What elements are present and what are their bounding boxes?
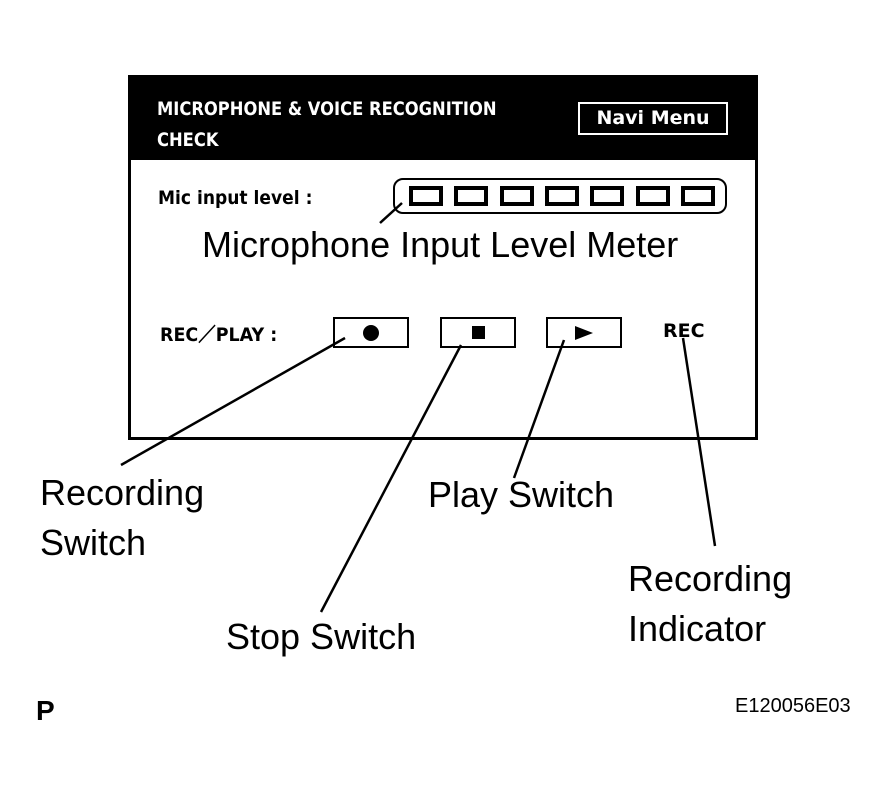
recording-indicator: REC (663, 320, 705, 342)
stop-button[interactable] (440, 317, 516, 348)
rec-play-label: REC／PLAY : (160, 324, 278, 346)
stop-square-icon (471, 326, 485, 339)
meter-segment (680, 186, 715, 206)
recording-switch-callout: Recording Switch (40, 468, 204, 568)
meter-segment (499, 186, 534, 206)
mic-input-level-meter (393, 178, 727, 214)
recording-indicator-callout-line-2: Indicator (628, 608, 767, 649)
meter-segment (409, 186, 443, 206)
meter-segment (635, 186, 670, 206)
section-code: P (36, 695, 55, 726)
screen-title-line-1: MICROPHONE & VOICE RECOGNITION (157, 98, 497, 120)
meter-segment (590, 186, 625, 206)
figure-id: E120056E03 (735, 695, 851, 717)
record-dot-icon (363, 324, 379, 341)
recording-switch-callout-line-2: Switch (40, 522, 147, 563)
record-button[interactable] (333, 317, 409, 348)
stop-switch-callout: Stop Switch (226, 616, 417, 657)
navi-menu-button[interactable]: Navi Menu (578, 102, 728, 135)
meter-segment (544, 186, 579, 206)
screen-header: MICROPHONE & VOICE RECOGNITION CHECK Nav… (131, 78, 755, 160)
play-switch-callout: Play Switch (428, 474, 615, 515)
play-triangle-icon (575, 325, 593, 340)
meter-callout: Microphone Input Level Meter (202, 224, 679, 265)
screen-title-line-2: CHECK (157, 129, 219, 151)
recording-indicator-callout-line-1: Recording (628, 558, 793, 599)
screen-title: MICROPHONE & VOICE RECOGNITION CHECK (157, 94, 518, 156)
mic-input-label: Mic input level : (158, 187, 313, 209)
meter-segment (454, 186, 489, 206)
recording-indicator-callout: Recording Indicator (628, 554, 792, 654)
play-button[interactable] (546, 317, 622, 348)
recording-switch-callout-line-1: Recording (40, 472, 205, 513)
